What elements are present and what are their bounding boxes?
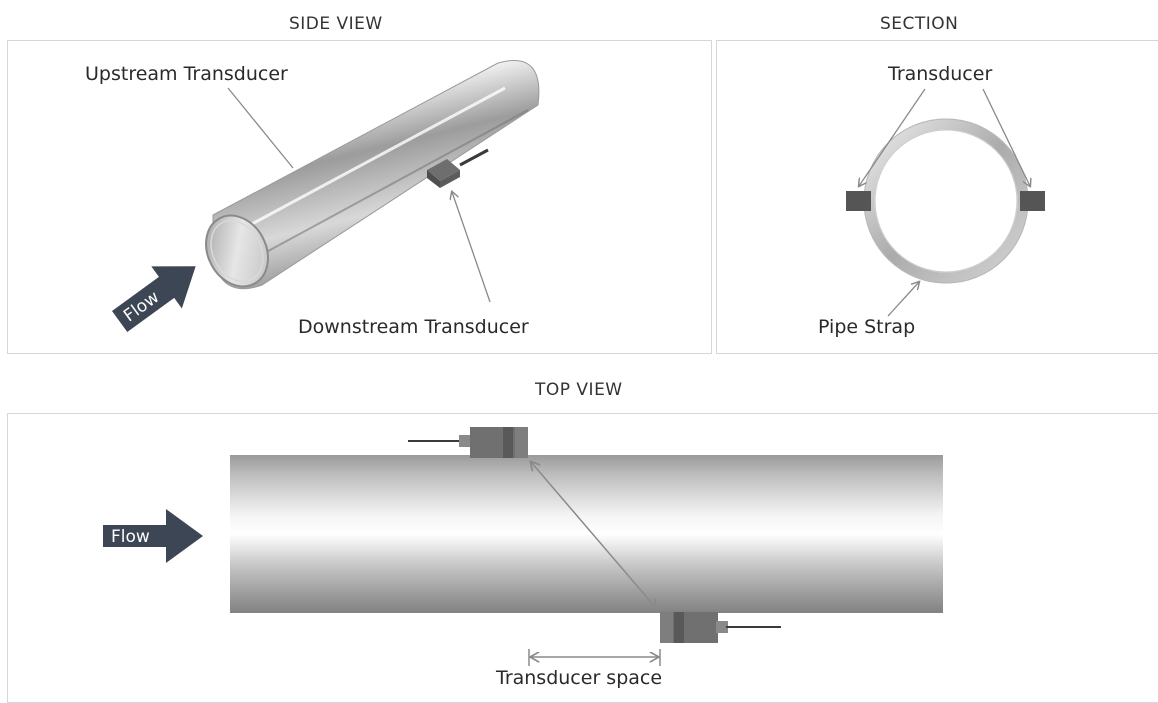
top-view-title: TOP VIEW	[535, 380, 623, 400]
section-transducer-label: Transducer	[888, 63, 993, 85]
top-upstream-transducer	[408, 427, 528, 458]
top-downstream-transducer	[660, 612, 781, 643]
sound-path-line	[531, 462, 656, 608]
section-view-panel	[716, 40, 1158, 354]
section-left-leader	[859, 88, 926, 186]
top-flow-label: Flow	[111, 527, 150, 547]
section-right-transducer	[1020, 191, 1045, 211]
section-strap-leader	[887, 282, 919, 317]
transducer-space-label: Transducer space	[496, 667, 663, 689]
downstream-leader-line	[452, 192, 491, 303]
upstream-leader-line	[227, 87, 294, 169]
section-left-transducer	[846, 191, 871, 211]
transducer-space-dimension	[528, 649, 661, 666]
pipe-strap-label: Pipe Strap	[818, 316, 916, 338]
top-flow-arrow: Flow	[103, 509, 203, 563]
side-view-title: SIDE VIEW	[289, 14, 383, 34]
side-flow-arrow: Flow	[111, 266, 196, 333]
side-view-panel	[7, 40, 712, 354]
top-pipe	[230, 455, 943, 613]
side-pipe	[205, 60, 540, 290]
section-right-leader	[982, 88, 1030, 186]
downstream-transducer-label: Downstream Transducer	[298, 316, 529, 338]
upstream-transducer-label: Upstream Transducer	[85, 63, 288, 85]
side-downstream-transducer	[427, 148, 489, 188]
section-view-title: SECTION	[880, 14, 959, 34]
